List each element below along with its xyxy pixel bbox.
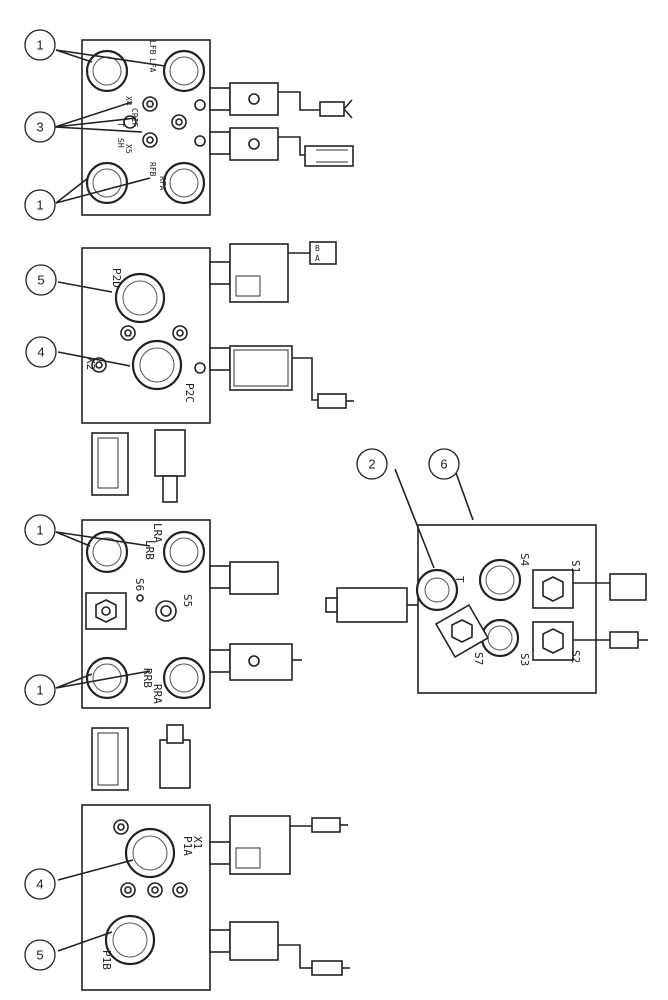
callout-balloon: 3 xyxy=(24,111,56,143)
valve-block-rear: LRA LRB RRB RRA S6 S5 xyxy=(81,519,302,709)
callout-number: 3 xyxy=(36,120,43,135)
valve-block-pump-2: P2D P2C X2 B A xyxy=(81,241,354,503)
callout-balloon: 5 xyxy=(25,264,57,296)
port-label-s4: S4 xyxy=(518,553,531,567)
port-label-t: T xyxy=(453,576,466,583)
callout-number: 1 xyxy=(36,198,43,213)
callout-balloon: 2 xyxy=(356,448,388,480)
port-label-p1b: P1B xyxy=(100,950,113,970)
port-label-s2: S2 xyxy=(569,650,582,663)
callout-number: 2 xyxy=(368,457,375,472)
callout-balloon: 4 xyxy=(25,336,57,368)
valve-block-pump-1: P1A X1 P1B xyxy=(81,724,350,991)
callout-number: 4 xyxy=(37,345,44,360)
callout-balloon: 1 xyxy=(24,674,56,706)
callout-number: 4 xyxy=(36,877,43,892)
port-label-s1: S1 xyxy=(569,560,582,573)
port-label-s6: S6 xyxy=(133,578,146,591)
callout-balloon: 1 xyxy=(24,189,56,221)
port-label-sh: SH xyxy=(116,138,125,148)
callout-number: 1 xyxy=(36,523,43,538)
callout-balloon: 5 xyxy=(24,939,56,971)
port-label-rrb: RRB xyxy=(141,668,154,688)
callout-balloon: 1 xyxy=(24,514,56,546)
port-label-lra: LRA xyxy=(151,523,164,543)
port-label-x1: X1 xyxy=(191,836,204,849)
port-label-rfa: RFA xyxy=(158,176,167,191)
port-label-s3: S3 xyxy=(518,653,531,666)
connector-pin-b: B xyxy=(315,244,320,253)
port-label-p2c: P2C xyxy=(183,383,196,403)
valve-block-front: LFA LFB RFB RFA SH T X4 X5 CRIF xyxy=(81,39,354,216)
port-label-rra: RRA xyxy=(151,684,164,704)
port-label-x4: X4 xyxy=(124,96,133,106)
callout-balloon: 6 xyxy=(428,448,460,480)
callout-number: 1 xyxy=(36,683,43,698)
callout-number: 6 xyxy=(440,457,447,472)
callout-balloon: 4 xyxy=(24,868,56,900)
port-label-s5: S5 xyxy=(181,594,194,607)
port-label-p2d: P2D xyxy=(110,268,123,288)
port-label-rfb: RFB xyxy=(148,162,157,177)
port-label-lfa: LFA xyxy=(148,58,157,73)
callout-number: 1 xyxy=(36,38,43,53)
callout-leaders xyxy=(54,49,474,952)
valve-block-steering: T S4 S1 S7 S3 S2 xyxy=(325,524,648,694)
port-label-x2: X2 xyxy=(84,357,97,370)
port-label-lrb: LRB xyxy=(143,540,156,560)
port-label-p1a: P1A xyxy=(181,836,194,856)
port-label-t: T xyxy=(116,122,125,127)
connector-pin-a: A xyxy=(315,254,320,263)
port-label-lfb: LFB xyxy=(148,40,157,55)
port-label-s7: S7 xyxy=(472,652,485,665)
port-label-x5: X5 xyxy=(124,144,133,154)
callout-number: 5 xyxy=(37,273,44,288)
callout-number: 5 xyxy=(36,948,43,963)
callout-balloon: 1 xyxy=(24,29,56,61)
